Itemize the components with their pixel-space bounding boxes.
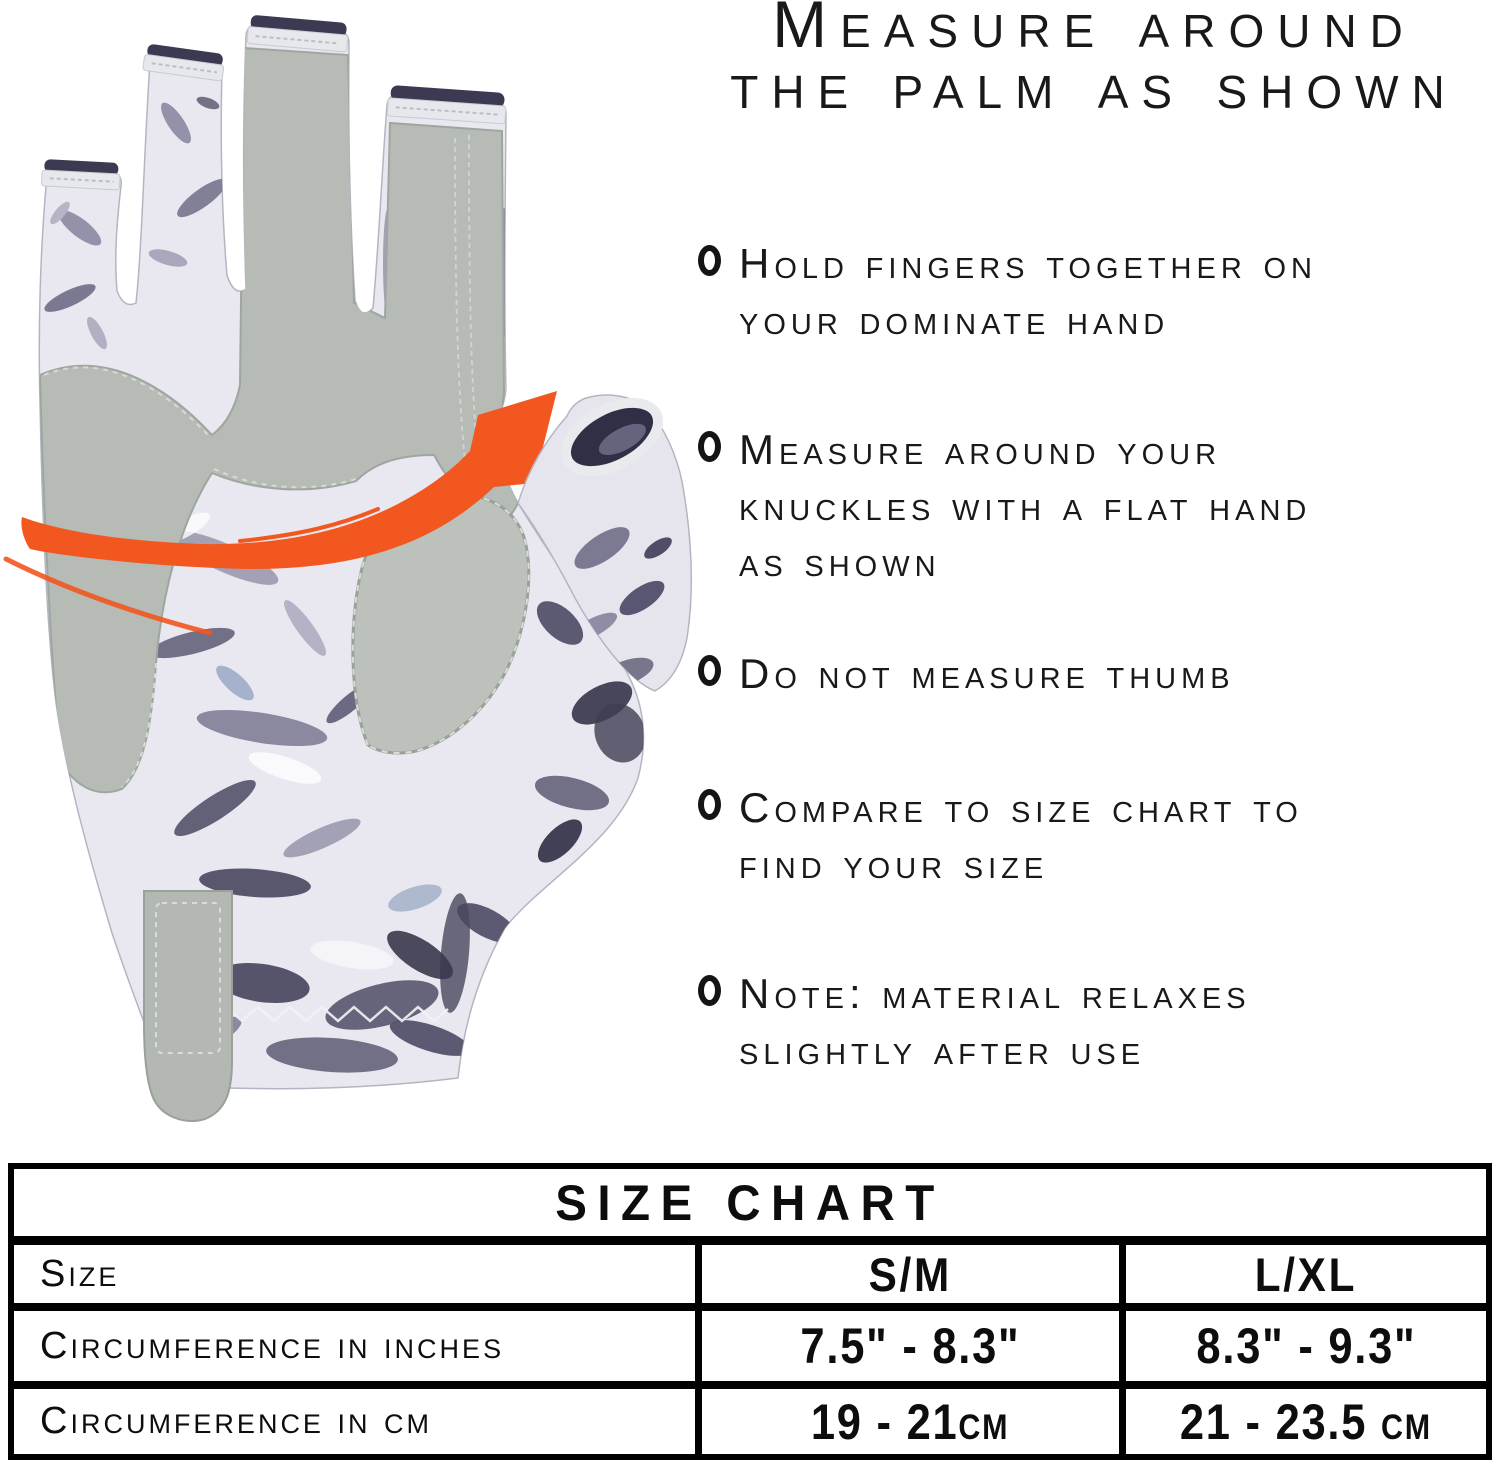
cell-value: 19 - 21cm — [811, 1393, 1010, 1450]
thumb-opening — [560, 397, 664, 477]
cell-value: 8.3" - 9.3" — [1195, 1318, 1416, 1374]
bullet-circle-icon — [698, 431, 721, 462]
instruction-text: Hold fingers together on your dominate h… — [739, 240, 1317, 343]
cell-value: 21 - 23.5 cm — [1179, 1393, 1433, 1450]
glove-photo — [0, 3, 700, 1163]
size-chart-table: SIZE CHART Size S/M L/XL Circumference i… — [8, 1163, 1492, 1460]
finger-openings — [41, 15, 507, 191]
curved-arrow-icon — [3, 391, 558, 636]
instruction-text: Do not measure thumb — [739, 650, 1235, 697]
list-item: Hold fingers together on your dominate h… — [698, 236, 1317, 348]
instruction-text: Compare to size chart to find your size — [739, 784, 1303, 887]
table-row: Circumference in cm 19 - 21cm 21 - 23.5 … — [14, 1381, 1486, 1454]
list-item: Note: material relaxes slightly after us… — [698, 966, 1251, 1078]
table-row: Circumference in inches 7.5" - 8.3" 8.3"… — [14, 1303, 1486, 1381]
bullet-circle-icon — [698, 245, 721, 276]
list-item: Measure around your knuckles with a flat… — [698, 422, 1311, 590]
row-label: Circumference in inches — [40, 1324, 505, 1367]
row-label: Circumference in cm — [40, 1400, 433, 1442]
palm-overlay — [39, 46, 531, 1023]
size-chart-header: SIZE CHART — [14, 1169, 1486, 1245]
glove-illustration — [3, 15, 693, 1122]
bullet-circle-icon — [698, 789, 721, 820]
list-item: Do not measure thumb — [698, 646, 1235, 702]
column-header-sm: S/M — [868, 1247, 953, 1301]
table-row: Size S/M L/XL — [14, 1245, 1486, 1303]
instruction-text: Note: material relaxes slightly after us… — [739, 970, 1251, 1073]
bullet-circle-icon — [698, 655, 721, 686]
row-label: Size — [40, 1252, 120, 1295]
list-item: Compare to size chart to find your size — [698, 780, 1303, 892]
pull-tab — [143, 890, 233, 1122]
column-header-lxl: L/XL — [1254, 1247, 1358, 1301]
size-chart-title: SIZE CHART — [555, 1174, 945, 1231]
instruction-text: Measure around your knuckles with a flat… — [739, 426, 1312, 585]
cell-value: 7.5" - 8.3" — [800, 1318, 1021, 1374]
bullet-circle-icon — [698, 975, 721, 1006]
glove-body — [38, 15, 645, 1090]
page-title: Measure around the palm as shown — [730, 0, 1458, 122]
